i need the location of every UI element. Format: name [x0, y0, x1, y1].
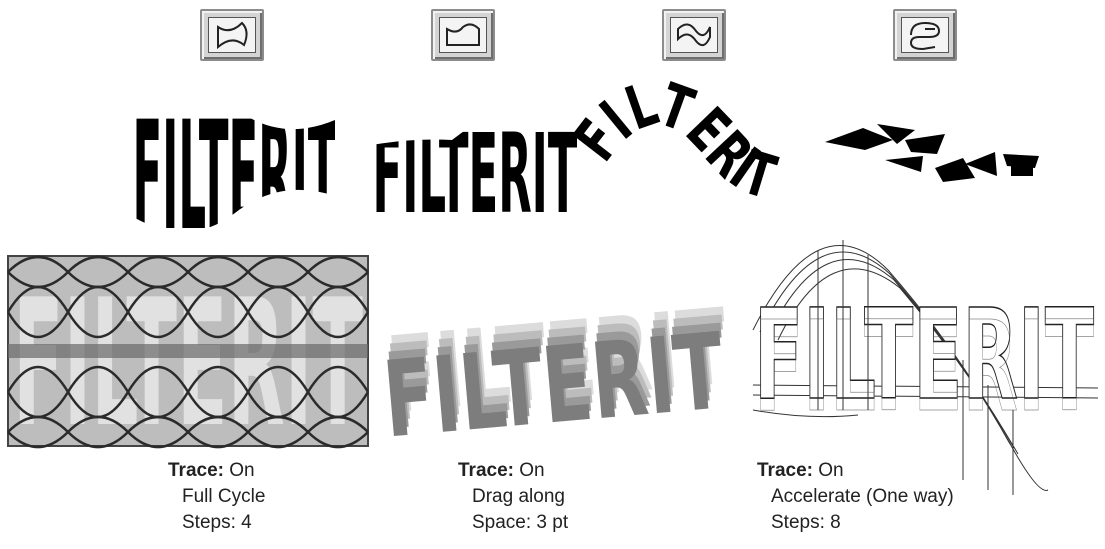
steps-label: Steps: 4 [182, 512, 252, 533]
accelerate-word-trace: FILTERIT [754, 295, 1094, 440]
spiral-envelope-icon [909, 21, 941, 51]
drag-along-caption: Trace: On Drag along Space: 3 pt [458, 458, 568, 536]
wave-word-text: FILTERIT [561, 70, 783, 214]
drag-along-trace-sample: FILTERIT FILTERIT FILTERIT FILTERIT [379, 268, 737, 462]
trace-label: Trace: [757, 460, 813, 481]
accelerate-caption: Trace: On Accelerate (One way) Steps: 8 [757, 458, 954, 536]
drag-along-layer-3: FILTERIT [380, 302, 730, 453]
trace-label: Trace: [458, 460, 514, 481]
spiral-word-sample [825, 120, 1045, 195]
accelerate-word-outline: FILTERIT [754, 283, 1094, 428]
spiral-envelope-button[interactable] [893, 9, 957, 61]
drag-along-layer-2: FILTERIT [381, 294, 731, 445]
bulge-word-text: FILTERIT [133, 90, 338, 264]
trace-value: On [229, 460, 255, 481]
wave-envelope-icon [677, 23, 711, 47]
arch-word-text: FILTERIT [373, 110, 578, 238]
drag-along-layer-1: FILTERIT [383, 286, 733, 437]
arch-word-sample: FILTERIT [372, 100, 582, 218]
accelerate-trace-sample: FILTERIT FILTERIT [748, 210, 1100, 500]
arch-envelope-button[interactable] [431, 9, 495, 61]
bulge-envelope-icon [217, 21, 248, 50]
mode-label: Accelerate (One way) [771, 486, 954, 507]
steps-label: Steps: 8 [771, 512, 841, 533]
trace-value: On [818, 460, 844, 481]
mode-label: Full Cycle [182, 486, 266, 507]
wave-word-sample: FILTERIT [561, 70, 808, 220]
drag-along-layer-4: FILTERIT [379, 310, 729, 461]
arch-envelope-icon [446, 23, 480, 46]
full-cycle-trace-sample: FILTERIT [6, 252, 370, 466]
wave-envelope-button[interactable] [662, 9, 726, 61]
mode-label: Drag along [472, 486, 565, 507]
trace-label: Trace: [168, 460, 224, 481]
space-label: Space: 3 pt [472, 512, 569, 533]
bulge-word-sample: FILTERIT [130, 78, 340, 238]
trace-value: On [519, 460, 545, 481]
full-cycle-caption: Trace: On Full Cycle Steps: 4 [168, 458, 265, 536]
bulge-envelope-button[interactable] [200, 9, 264, 61]
